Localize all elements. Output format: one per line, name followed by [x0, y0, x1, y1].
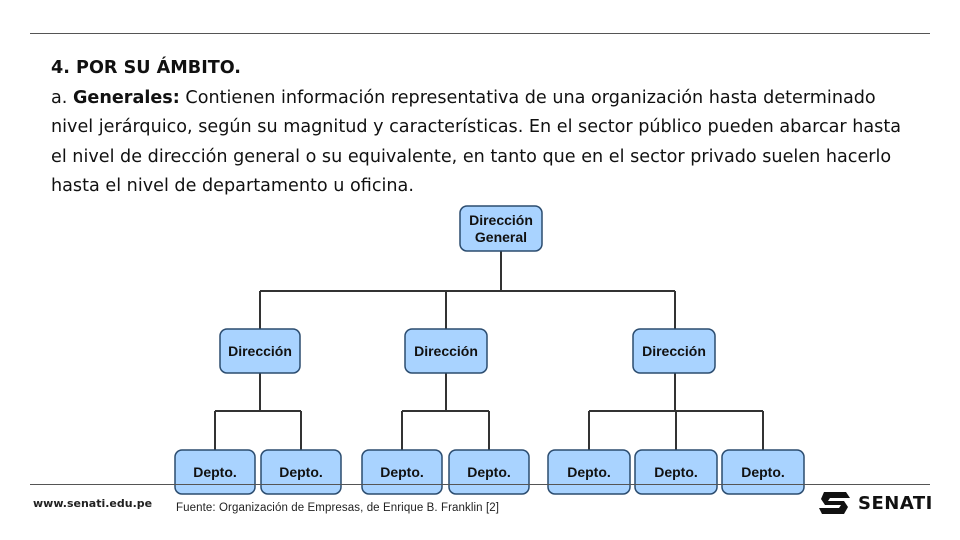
node-label: Dirección: [642, 343, 706, 359]
node-label: Dirección: [414, 343, 478, 359]
org-chart-connectors: [214, 251, 764, 450]
top-divider: [30, 33, 930, 34]
senati-logo-icon: [819, 492, 850, 514]
node-depto-2-2: Depto.: [448, 449, 530, 495]
node-depto-3-3: Depto.: [721, 449, 805, 495]
item-term: Generales:: [72, 87, 180, 108]
content-text: 4. POR SU ÁMBITO. a. Generales: Contiene…: [51, 54, 921, 202]
node-label: Depto.: [380, 464, 424, 480]
bottom-divider: [30, 484, 930, 485]
item-text: Contienen información representativa de …: [51, 87, 902, 197]
node-label: Depto.: [193, 464, 237, 480]
node-depto-3-2: Depto.: [634, 449, 718, 495]
node-depto-1-1: Depto.: [174, 449, 256, 495]
node-direccion-general: Dirección General: [459, 205, 543, 252]
generales-paragraph: a. Generales: Contienen información repr…: [51, 84, 921, 202]
node-label-line-1: Dirección: [469, 212, 533, 228]
node-direccion-1: Dirección: [219, 328, 301, 374]
senati-logo: SENATI: [818, 490, 938, 518]
node-direccion-3: Dirección: [632, 328, 716, 374]
node-label-line-2: General: [475, 229, 527, 245]
chart-source-caption: Fuente: Organización de Empresas, de Enr…: [176, 502, 500, 514]
website-url[interactable]: www.senati.edu.pe: [33, 497, 153, 510]
node-label: Depto.: [467, 464, 511, 480]
logo-text: SENATI: [858, 493, 933, 514]
node-direccion-2: Dirección: [404, 328, 488, 374]
section-heading: 4. POR SU ÁMBITO.: [51, 58, 241, 78]
node-depto-1-2: Depto.: [260, 449, 342, 495]
node-depto-3-1: Depto.: [547, 449, 631, 495]
node-depto-2-1: Depto.: [361, 449, 443, 495]
item-prefix: a.: [51, 87, 73, 108]
node-label: Depto.: [279, 464, 323, 480]
node-label: Depto.: [567, 464, 611, 480]
node-label: Dirección: [228, 343, 292, 359]
node-label: Depto.: [654, 464, 698, 480]
node-label: Depto.: [741, 464, 785, 480]
